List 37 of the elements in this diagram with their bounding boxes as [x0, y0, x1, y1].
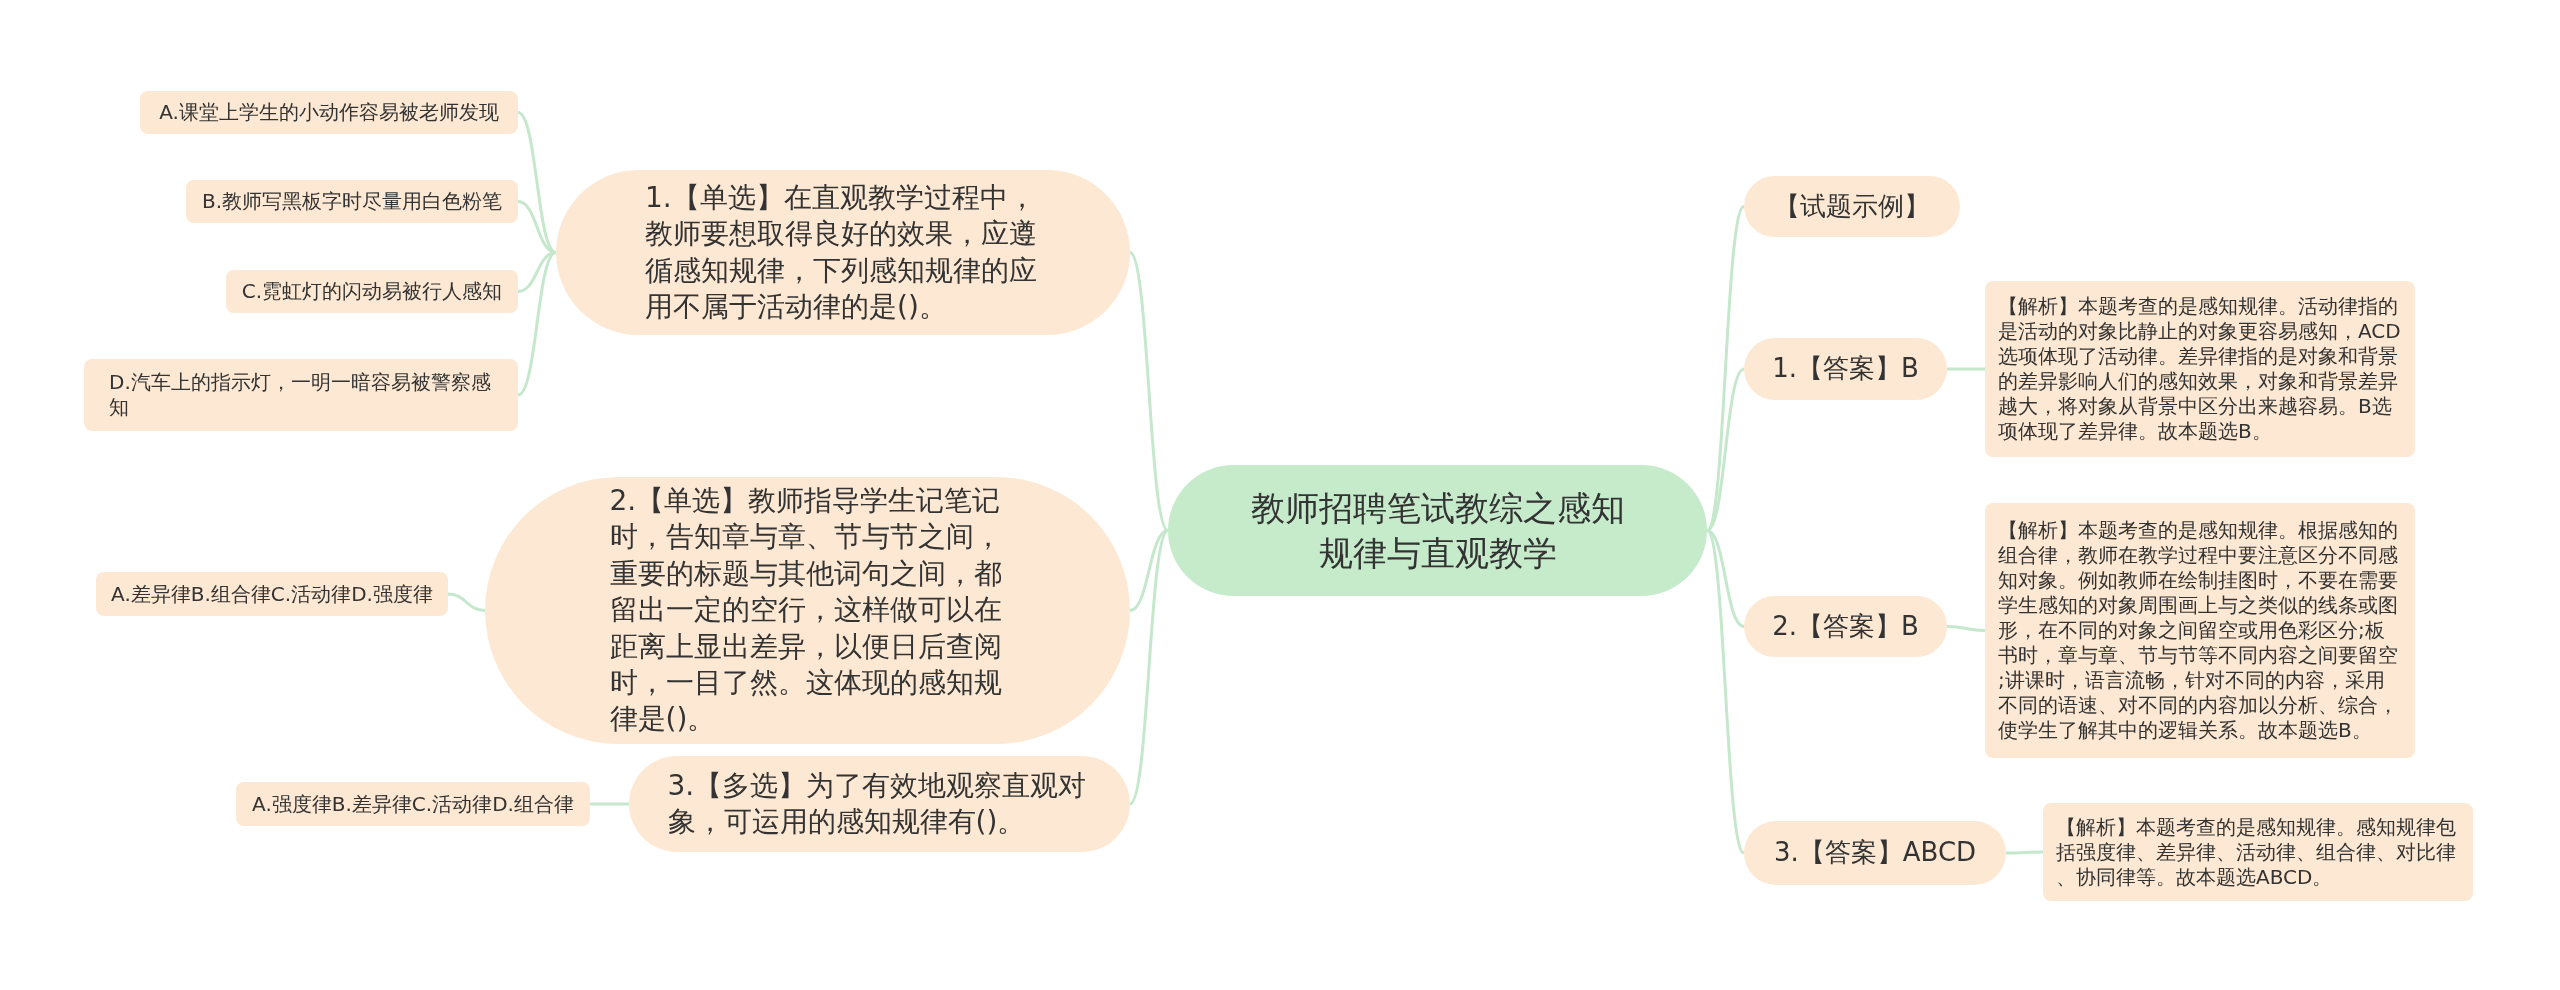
note-box: [226, 270, 518, 313]
node-text: 3.【答案】ABCD: [1773, 836, 1977, 870]
note-box: [236, 782, 590, 826]
note-box: [84, 359, 518, 431]
node-text: 【解析】本题考查的是感知规律。感知规律包括强度律、差异律、活动律、组合律、对比律、协同律等。故本题选ABCD。: [2056, 814, 2457, 890]
note-box: [2043, 803, 2473, 901]
node-text: A.强度律B.差异律C.活动律D.组合律: [252, 791, 574, 817]
connector-line: [1128, 251, 1170, 532]
connector-line: [517, 111, 557, 254]
node-text: 3.【多选】为了有效地观察直观对象，可运用的感知规律有()。: [667, 767, 1088, 840]
node-text: A.差异律B.组合律C.活动律D.强度律: [111, 581, 433, 607]
connector-line: [1129, 529, 1169, 612]
node-text: 教师招聘笔试教综之感知规律与直观教学: [1249, 487, 1626, 575]
connector-line: [1947, 367, 1985, 371]
note-box: [140, 91, 518, 134]
node-text: 1.【答案】B: [1772, 352, 1919, 386]
node-text: C.霓虹灯的闪动易被行人感知: [241, 279, 503, 304]
note-box: [1985, 281, 2415, 457]
connector-line: [1128, 529, 1170, 805]
node-text: D.汽车上的指示灯，一明一暗容易被警察感知: [109, 370, 492, 420]
node-text: B.教师写黑板字时尽量用白色粉笔: [201, 189, 503, 214]
note-box: [1985, 503, 2415, 758]
node-text: 【试题示例】: [1774, 189, 1930, 223]
node-text: 2.【答案】B: [1772, 609, 1919, 643]
node-text: 1.【单选】在直观教学过程中，教师要想取得良好的效果，应遵循感知规律，下列感知规律的应用不属于活动律的是()。: [645, 179, 1038, 325]
node-text: A.课堂上学生的小动作容易被老师发现: [159, 100, 499, 125]
connector-line: [447, 592, 486, 612]
connector-line: [517, 251, 557, 293]
node-text: 【解析】本题考查的是感知规律。根据感知的组合律，教师在教学过程中要注意区分不同感知对象。例如教师在绘制挂图时，不要在需要学生感知的对象周围画上与之类似的线条或图形，在不同的对象之间留空或用色彩区分;板书时，章与章、节与节等不同内容之间要留空;讲课时，语言流畅，针对不同的内容，采用不同的语速、对不同的内容加以分析、综合，使学生了解其中的逻辑关系。故本题选B。: [1998, 518, 2399, 743]
node-text: 2.【单选】教师指导学生记笔记时，告知章与章、节与节之间，重要的标题与其他词句之间，都留出一定的空行，这样做可以在距离上显出差异，以便日后查阅时，一目了然。这体现的感知规律是()。: [609, 483, 1003, 738]
note-box: [186, 180, 518, 223]
connector-line: [517, 251, 557, 397]
connector-line: [2006, 850, 2043, 855]
connector-line: [590, 802, 629, 806]
connector-line: [1946, 625, 1986, 632]
note-box: [96, 572, 448, 616]
node-text: 【解析】本题考查的是感知规律。活动律指的是活动的对象比静止的对象更容易感知，ACD选项体现了活动律。差异律指的是对象和背景的差异影响人们的感知效果，对象和背景差异越大，将对象从背景中区分出来越容易。B选项体现了差异律。故本题选B。: [1998, 294, 2402, 444]
